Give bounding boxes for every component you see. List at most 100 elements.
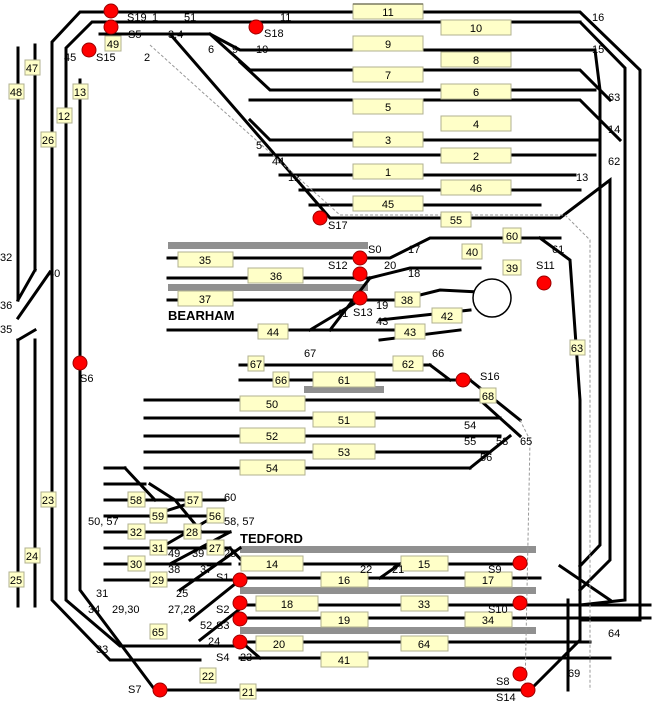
block-23[interactable]: 23: [42, 495, 54, 507]
block-29[interactable]: 29: [152, 575, 164, 587]
block-14[interactable]: 14: [266, 559, 278, 571]
block-18[interactable]: 18: [281, 599, 293, 611]
signal-s10[interactable]: [512, 595, 528, 611]
track-segment: [477, 397, 523, 439]
block-box: [72, 83, 89, 100]
block-4[interactable]: 4: [473, 119, 479, 131]
block-9[interactable]: 9: [385, 39, 391, 51]
signal-s19[interactable]: [103, 3, 119, 19]
block-32[interactable]: 32: [130, 527, 142, 539]
block-47[interactable]: 47: [26, 63, 38, 75]
block-66[interactable]: 66: [275, 375, 287, 387]
block-21[interactable]: 21: [242, 687, 254, 699]
point-label: 23: [240, 652, 252, 664]
block-46[interactable]: 46: [470, 183, 482, 195]
signal-s17[interactable]: [312, 210, 328, 226]
block-1[interactable]: 1: [385, 167, 391, 179]
signal-s0[interactable]: [352, 250, 368, 266]
signal-s9[interactable]: [512, 555, 528, 571]
block-41[interactable]: 41: [338, 655, 350, 667]
signal-s8[interactable]: [512, 666, 528, 682]
block-43[interactable]: 43: [404, 327, 416, 339]
block-45[interactable]: 45: [382, 199, 394, 211]
block-48[interactable]: 48: [10, 87, 22, 99]
signals[interactable]: [72, 3, 552, 698]
signal-s7[interactable]: [152, 682, 168, 698]
point-label: 25: [224, 548, 236, 560]
block-67[interactable]: 67: [250, 359, 262, 371]
block-30[interactable]: 30: [130, 559, 142, 571]
block-65[interactable]: 65: [152, 627, 164, 639]
point-label: 22: [360, 564, 372, 576]
block-38[interactable]: 38: [401, 295, 413, 307]
block-56[interactable]: 56: [209, 511, 221, 523]
block-44[interactable]: 44: [267, 327, 279, 339]
block-35[interactable]: 35: [199, 255, 211, 267]
block-7[interactable]: 7: [385, 70, 391, 82]
block-37[interactable]: 37: [199, 294, 211, 306]
block-box: [320, 571, 369, 588]
block-39[interactable]: 39: [506, 263, 518, 275]
block-5[interactable]: 5: [385, 102, 391, 114]
block-17[interactable]: 17: [482, 575, 494, 587]
block-15[interactable]: 15: [418, 559, 430, 571]
signal-s11[interactable]: [536, 275, 552, 291]
block-33[interactable]: 33: [418, 599, 430, 611]
block-57[interactable]: 57: [187, 495, 199, 507]
turntable[interactable]: [472, 278, 512, 318]
block-22[interactable]: 22: [202, 671, 214, 683]
signal-s5[interactable]: [103, 19, 119, 35]
block-11[interactable]: 11: [382, 7, 393, 19]
signal-s1[interactable]: [232, 572, 248, 588]
block-28[interactable]: 28: [186, 527, 198, 539]
block-8[interactable]: 8: [473, 55, 479, 67]
block-27[interactable]: 27: [209, 543, 221, 555]
block-12[interactable]: 12: [58, 111, 70, 123]
block-31[interactable]: 31: [152, 543, 164, 555]
signal-s4[interactable]: [232, 634, 248, 650]
block-52[interactable]: 52: [266, 431, 278, 443]
track-segment: [377, 561, 403, 581]
block-50[interactable]: 50: [266, 399, 278, 411]
block-51[interactable]: 51: [338, 415, 350, 427]
block-49[interactable]: 49: [107, 39, 119, 51]
block-10[interactable]: 10: [470, 23, 482, 35]
block-2[interactable]: 2: [473, 151, 479, 163]
signal-s13[interactable]: [352, 290, 368, 306]
point-label: 25: [176, 588, 188, 600]
point-label: 35: [0, 324, 12, 336]
block-62[interactable]: 62: [402, 359, 414, 371]
block-63[interactable]: 63: [571, 343, 583, 355]
block-58[interactable]: 58: [130, 495, 142, 507]
block-53[interactable]: 53: [338, 447, 350, 459]
block-24[interactable]: 24: [26, 551, 38, 563]
block-13[interactable]: 13: [74, 87, 86, 99]
block-20[interactable]: 20: [273, 639, 285, 651]
block-60[interactable]: 60: [506, 231, 518, 243]
signal-s18[interactable]: [248, 19, 264, 35]
block-25[interactable]: 25: [10, 575, 22, 587]
signal-s14[interactable]: [520, 682, 536, 698]
block-55[interactable]: 55: [450, 215, 462, 227]
block-36[interactable]: 36: [270, 271, 282, 283]
block-61[interactable]: 61: [338, 375, 350, 387]
block-19[interactable]: 19: [338, 615, 350, 627]
block-26[interactable]: 26: [42, 135, 54, 147]
block-68[interactable]: 68: [482, 391, 494, 403]
signal-s16[interactable]: [455, 372, 471, 388]
block-40[interactable]: 40: [466, 247, 478, 259]
signal-s2[interactable]: [232, 595, 248, 611]
block-3[interactable]: 3: [385, 135, 391, 147]
block-64[interactable]: 64: [418, 639, 430, 651]
signal-s3[interactable]: [232, 611, 248, 627]
block-59[interactable]: 59: [152, 511, 164, 523]
signal-s12[interactable]: [352, 266, 368, 282]
signal-s6[interactable]: [72, 355, 88, 371]
block-42[interactable]: 42: [441, 311, 453, 323]
signal-s15[interactable]: [81, 42, 97, 58]
block-16[interactable]: 16: [338, 575, 350, 587]
block-6[interactable]: 6: [473, 87, 479, 99]
block-box: [352, 195, 424, 212]
block-54[interactable]: 54: [266, 463, 278, 475]
block-34[interactable]: 34: [482, 615, 494, 627]
